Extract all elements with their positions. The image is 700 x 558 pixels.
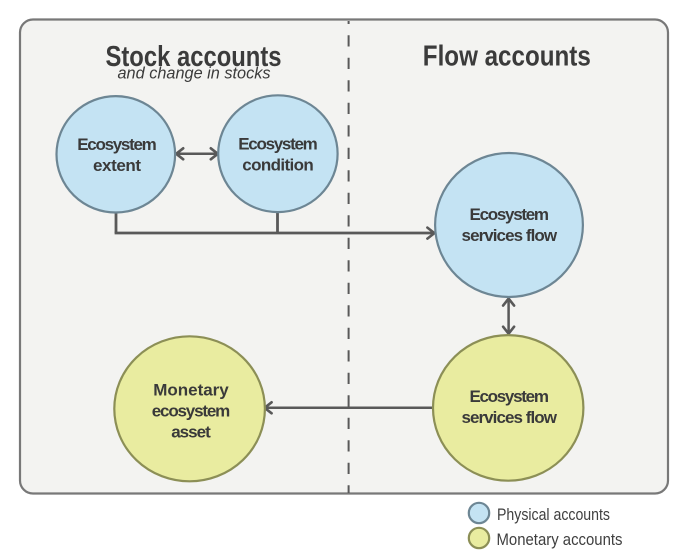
svg-text:Physical accounts: Physical accounts	[497, 505, 610, 524]
svg-text:services flow: services flow	[462, 226, 558, 245]
svg-text:Ecosystem: Ecosystem	[469, 387, 549, 406]
svg-text:Monetary: Monetary	[153, 381, 229, 400]
svg-text:asset: asset	[171, 423, 211, 442]
svg-text:condition: condition	[242, 156, 314, 175]
svg-text:Ecosystem: Ecosystem	[470, 205, 550, 224]
svg-text:Flow accounts: Flow accounts	[423, 41, 591, 73]
svg-text:extent: extent	[93, 156, 141, 175]
svg-text:Ecosystem: Ecosystem	[77, 135, 157, 154]
svg-text:Stock accounts: Stock accounts	[106, 41, 282, 73]
svg-text:ecosystem: ecosystem	[152, 402, 231, 421]
svg-text:and change in stocks: and change in stocks	[118, 64, 271, 83]
svg-text:Monetary accounts: Monetary accounts	[497, 530, 623, 549]
svg-text:Ecosystem: Ecosystem	[238, 135, 318, 154]
svg-text:services flow: services flow	[461, 408, 557, 427]
